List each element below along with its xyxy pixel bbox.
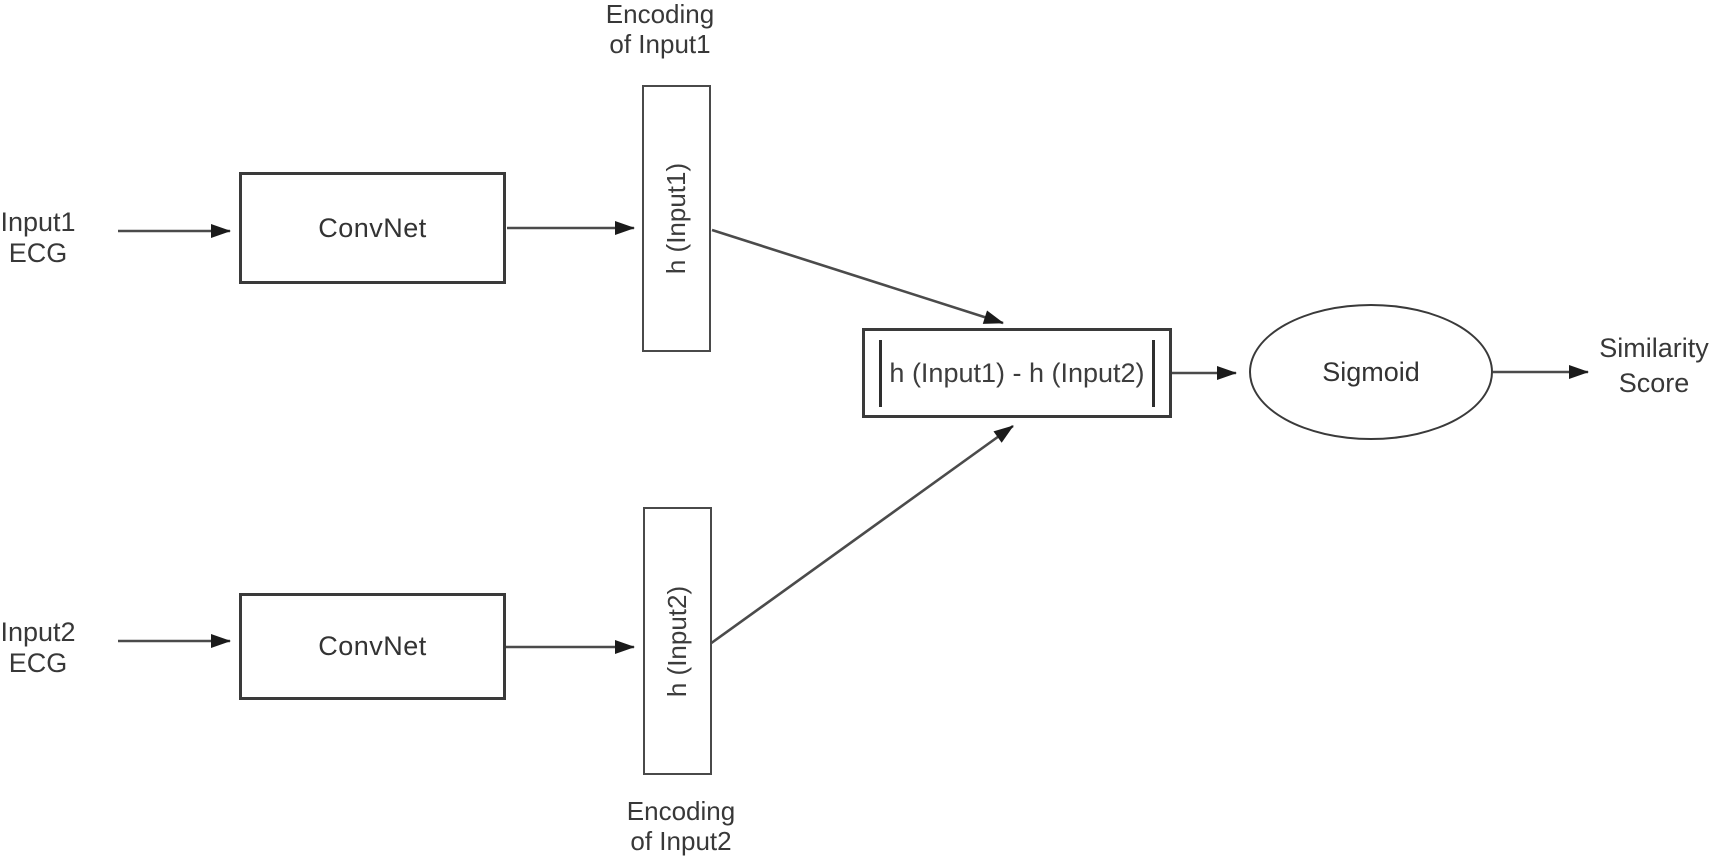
convnet2-box: ConvNet	[239, 593, 506, 700]
input1-label-line1: Input1	[0, 207, 76, 237]
similarity-score-line2: Score	[1618, 368, 1690, 398]
encoding1-label: h (Input1)	[661, 162, 692, 275]
encoding1-box: h (Input1)	[642, 85, 711, 352]
encoding2-caption: Encoding of Input2	[620, 796, 742, 856]
sigmoid-label: Sigmoid	[1322, 356, 1420, 387]
difference-expression: h (Input1) - h (Input2)	[889, 357, 1145, 388]
similarity-score-label: Similarity Score	[1593, 331, 1713, 401]
encoding2-caption-line2: of Input2	[630, 826, 732, 856]
similarity-score-line1: Similarity	[1599, 333, 1709, 363]
convnet2-label: ConvNet	[318, 631, 427, 661]
sigmoid-ellipse: Sigmoid	[1249, 304, 1493, 440]
input1-ecg-label: Input1 ECG	[0, 207, 76, 269]
convnet1-box: ConvNet	[239, 172, 506, 284]
difference-box: h (Input1) - h (Input2)	[862, 328, 1172, 418]
input2-label-line1: Input2	[0, 617, 76, 647]
input2-ecg-label: Input2 ECG	[0, 617, 76, 679]
encoding2-label: h (Input2)	[662, 585, 693, 697]
encoding2-caption-line1: Encoding	[626, 796, 736, 826]
absolute-value-bar-left	[879, 339, 883, 407]
input2-label-line2: ECG	[8, 648, 68, 678]
arrow-encoding1-to-difference	[711, 228, 1004, 325]
arrow-encoding2-to-difference	[709, 424, 1014, 646]
encoding2-box: h (Input2)	[643, 507, 712, 775]
encoding1-caption-line2: of Input1	[609, 29, 711, 59]
convnet1-label: ConvNet	[318, 212, 427, 243]
encoding1-caption-line1: Encoding	[605, 0, 715, 29]
absolute-value-bar-right	[1151, 339, 1155, 407]
input1-label-line2: ECG	[8, 238, 68, 268]
encoding1-caption: Encoding of Input1	[599, 0, 721, 59]
